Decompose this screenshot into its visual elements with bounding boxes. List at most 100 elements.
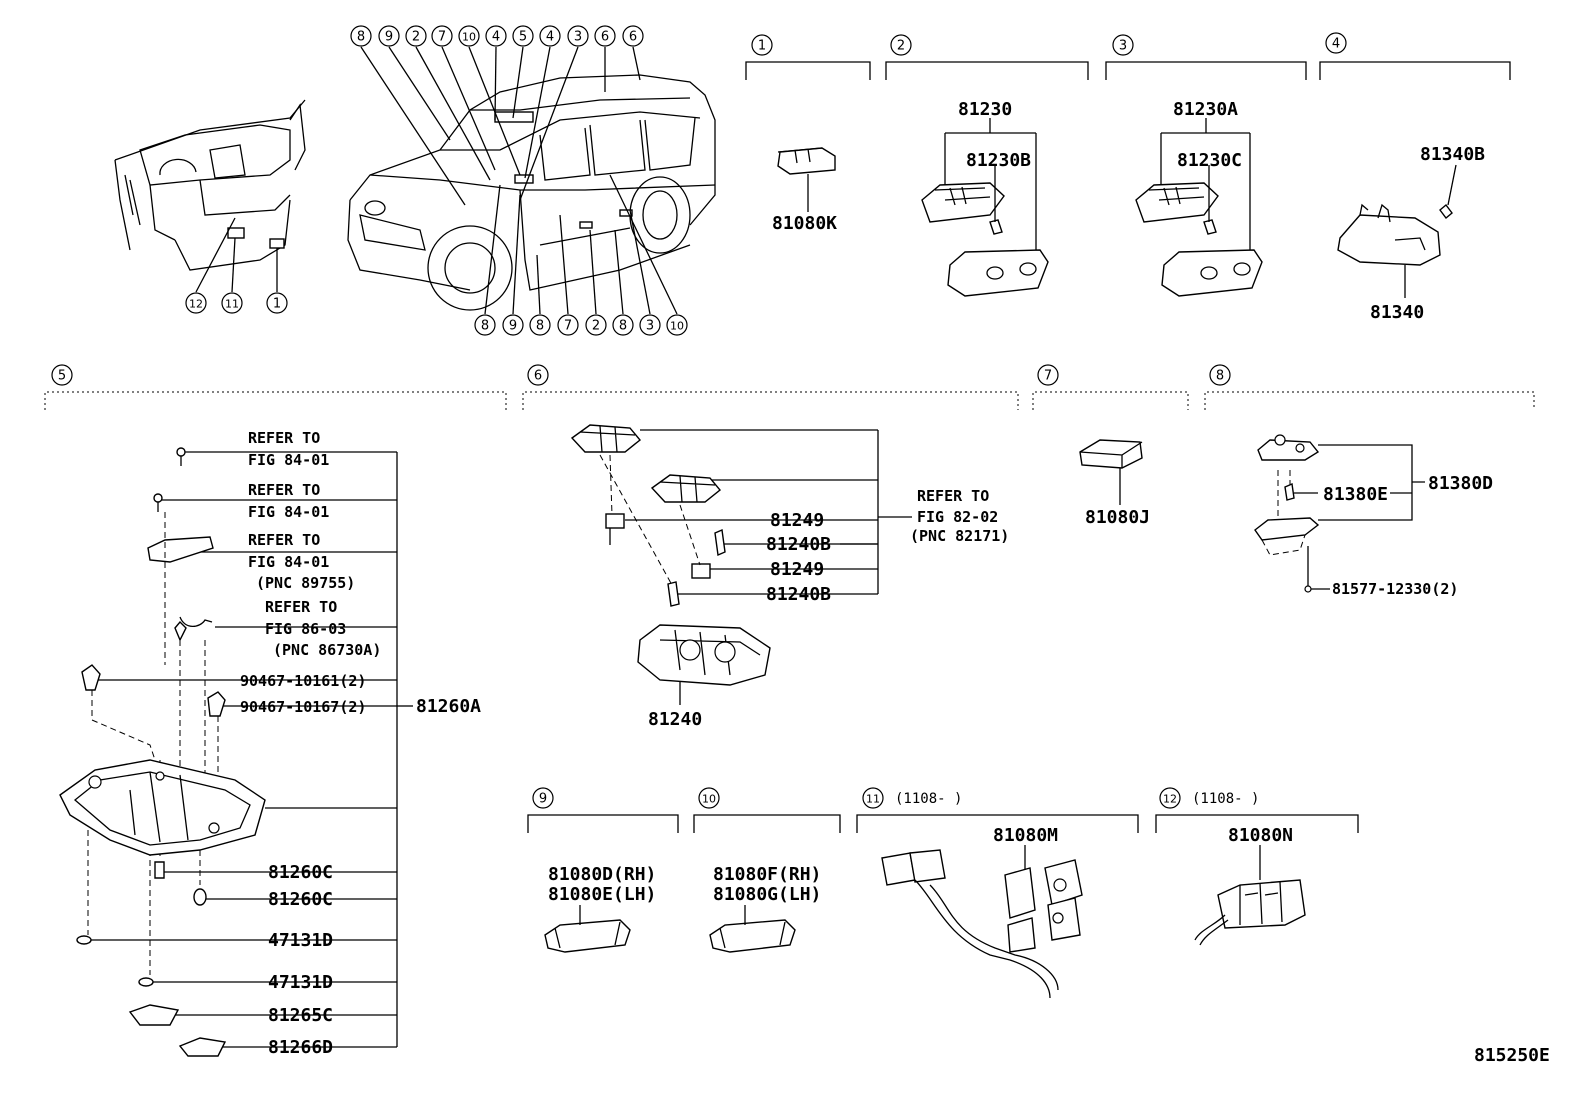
- callout-bottom-1-number: 9: [509, 319, 517, 334]
- callout-bottom-3: 7: [557, 314, 579, 336]
- section-number-4-number: 4: [1332, 37, 1340, 52]
- callout-top-8-circle: [567, 25, 589, 47]
- callout-top-7-number: 4: [546, 30, 554, 45]
- callout-bottom-0-circle: [474, 314, 496, 336]
- section5-part-label-4: 81265C: [268, 1005, 333, 1026]
- section-2: [885, 61, 1089, 297]
- callout-top-8-number: 3: [574, 30, 582, 45]
- section-3: [1105, 61, 1307, 297]
- callout-top-10-number: 6: [629, 30, 637, 45]
- refer-to-label-0: REFER TO: [248, 429, 320, 447]
- section-number-5-circle: [51, 364, 73, 386]
- section-number-1: 1: [751, 34, 773, 56]
- section-number-4: 4: [1325, 32, 1347, 54]
- section-10: [693, 814, 841, 953]
- callout-leader-dash-0: [195, 217, 236, 293]
- section-12: [1155, 814, 1359, 946]
- section-number-1-number: 1: [758, 39, 766, 54]
- callout-leader-top-6: [512, 46, 524, 119]
- callout-leader-dash-1: [231, 237, 236, 293]
- section6-part-label-1: 81240B: [766, 534, 831, 555]
- section5-part-label-5: 81266D: [268, 1037, 333, 1058]
- callout-leader-top-10: [632, 46, 641, 81]
- callout-leader-top-2: [415, 46, 491, 181]
- callout-top-2: 2: [405, 25, 427, 47]
- callout-bottom-0: 8: [474, 314, 496, 336]
- callout-bottom-4-number: 2: [592, 319, 600, 334]
- section-number-10-number: 10: [702, 793, 716, 806]
- section-number-5: 5: [51, 364, 73, 386]
- part-81380d-label: 81380D: [1428, 473, 1493, 494]
- callout-top-9-number: 6: [601, 30, 609, 45]
- part-81260a-label: 81260A: [416, 696, 481, 717]
- callout-top-3: 7: [431, 25, 453, 47]
- callout-leader-top-8: [519, 46, 579, 201]
- callout-bottom-2-number: 8: [536, 319, 544, 334]
- section-4: [1319, 61, 1511, 298]
- callout-top-6-number: 5: [519, 30, 527, 45]
- callout-leader-top-7: [524, 46, 551, 179]
- callout-bottom-7-number: 10: [670, 320, 684, 333]
- callout-top-0: 8: [350, 25, 372, 47]
- callout-top-7-circle: [539, 25, 561, 47]
- callout-top-10: 6: [622, 25, 644, 47]
- callout-top-4-circle: [458, 25, 480, 47]
- section-number-10-circle: [698, 787, 720, 809]
- callout-leader-bottom-6: [629, 209, 651, 315]
- section6-part-label-0: 81249: [770, 510, 824, 531]
- callout-top-0-circle: [350, 25, 372, 47]
- callout-dash-1: 11: [221, 292, 243, 314]
- callout-top-1-number: 9: [385, 30, 393, 45]
- section-number-3: 3: [1112, 34, 1134, 56]
- callout-top-6: 5: [512, 25, 534, 47]
- fig-reference-label-0: FIG 84-01: [248, 451, 329, 469]
- callout-leader-bottom-5: [614, 229, 624, 315]
- section-5: [44, 391, 507, 1057]
- section-number-5-number: 5: [58, 369, 66, 384]
- callout-dash-0-circle: [185, 292, 207, 314]
- callout-bottom-5: 8: [612, 314, 634, 336]
- section5-part-label-2: 47131D: [268, 930, 333, 951]
- fig-reference-label-2: FIG 84-01: [248, 553, 329, 571]
- pnc-reference-label-2: (PNC 89755): [256, 574, 355, 592]
- section-number-7-number: 7: [1044, 369, 1052, 384]
- section-number-6: 6: [527, 364, 549, 386]
- callout-leader-top-5: [494, 46, 497, 121]
- part-81230c-label: 81230C: [1177, 150, 1242, 171]
- callout-bottom-7-circle: [666, 314, 688, 336]
- section-number-10: 10: [698, 787, 720, 809]
- section5-part-label-1: 81260C: [268, 889, 333, 910]
- part-81380e-label: 81380E: [1323, 484, 1388, 505]
- part-81080m-label: 81080M: [993, 825, 1058, 846]
- callout-top-2-circle: [405, 25, 427, 47]
- callout-dash-1-circle: [221, 292, 243, 314]
- section6-part-label-2: 81249: [770, 559, 824, 580]
- part-81340b-label: 81340B: [1420, 144, 1485, 165]
- callout-top-5-number: 4: [492, 30, 500, 45]
- callout-top-2-number: 2: [412, 30, 420, 45]
- section-7: [1032, 391, 1189, 505]
- callout-bottom-6-number: 3: [646, 319, 654, 334]
- part-81080g-label: 81080G(LH): [713, 884, 821, 905]
- section-6: [522, 391, 1019, 705]
- part-81080d-label: 81080D(RH): [548, 864, 656, 885]
- part-81080f-label: 81080F(RH): [713, 864, 821, 885]
- callout-leader-bottom-1: [512, 194, 521, 315]
- sec6-fig-reference-label: FIG 82-02: [917, 508, 998, 526]
- section-number-12: 12: [1159, 787, 1181, 809]
- section-number-4-circle: [1325, 32, 1347, 54]
- section-number-8-circle: [1209, 364, 1231, 386]
- callout-bottom-5-circle: [612, 314, 634, 336]
- section-number-3-number: 3: [1119, 39, 1127, 54]
- part-81080j-label: 81080J: [1085, 507, 1150, 528]
- callout-top-3-circle: [431, 25, 453, 47]
- pnc-reference-label-3: (PNC 86730A): [273, 641, 381, 659]
- section5-part-label-3: 47131D: [268, 972, 333, 993]
- section-number-6-number: 6: [534, 369, 542, 384]
- callout-leader-bottom-3: [559, 214, 569, 315]
- callout-bottom-0-number: 8: [481, 319, 489, 334]
- section-8: [1204, 391, 1535, 593]
- callout-dash-1-number: 11: [225, 298, 239, 311]
- callout-top-9-circle: [594, 25, 616, 47]
